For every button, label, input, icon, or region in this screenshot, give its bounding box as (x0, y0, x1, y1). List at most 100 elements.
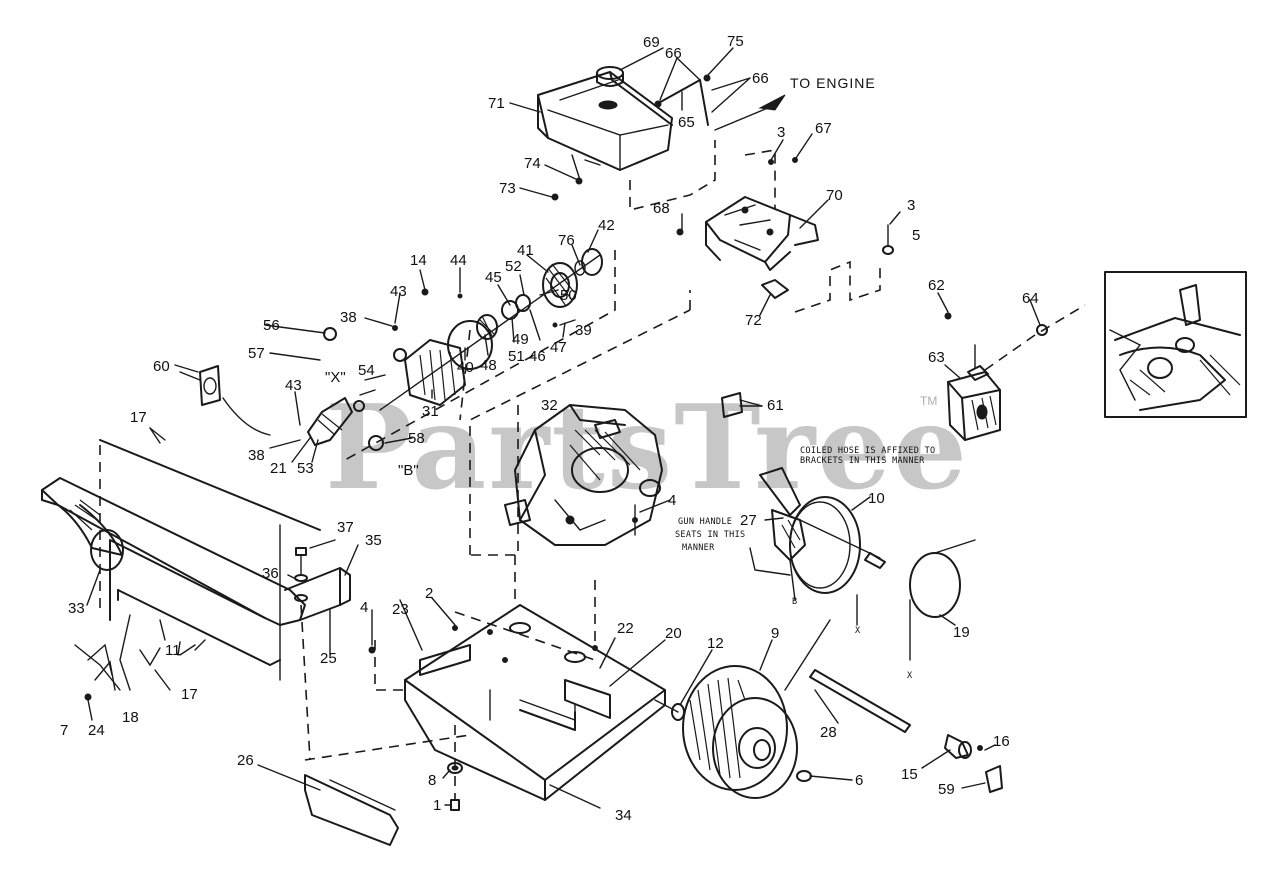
ref-b-marker: "B" (398, 462, 419, 479)
leader-lines (86, 47, 1041, 809)
gun-handle-note-line1: GUN HANDLE (678, 517, 732, 527)
callout-33: 33 (68, 600, 85, 617)
callout-21: 21 (270, 460, 287, 477)
fuel-line (654, 74, 786, 131)
callout-51: 51 (508, 348, 525, 365)
nozzle-fitting (944, 734, 1003, 793)
callout-75: 75 (727, 33, 744, 50)
callout-48: 48 (480, 357, 497, 374)
callout-16: 16 (993, 733, 1010, 750)
gun-handle-note-line3: MANNER (682, 543, 715, 553)
bumper (304, 774, 399, 846)
callout-56: 56 (263, 317, 280, 334)
callout-24: 24 (88, 722, 105, 739)
to-engine-label: TO ENGINE (790, 75, 876, 91)
callout-28: 28 (820, 724, 837, 741)
callout-8: 8 (428, 772, 436, 789)
ref-x-marker: "X" (325, 369, 346, 386)
callout-25: 25 (320, 650, 337, 667)
engine-mount-bracket (705, 196, 819, 299)
callout-9: 9 (771, 625, 779, 642)
callout-71: 71 (488, 95, 505, 112)
callout-34: 34 (615, 807, 632, 824)
callout-numbers: 69 75 66 66 71 65 74 73 3 67 70 68 3 5 7… (60, 33, 1039, 824)
callout-35: 35 (365, 532, 382, 549)
callout-17-bottom: 17 (181, 686, 198, 703)
callout-22: 22 (617, 620, 634, 637)
callout-45: 45 (485, 269, 502, 286)
hardware-fasteners (199, 157, 1048, 654)
callout-11: 11 (165, 642, 181, 659)
callout-69: 69 (643, 34, 660, 51)
ref-x-marker-small-2: X (907, 671, 913, 681)
engine (504, 404, 663, 546)
callout-4-engine: 4 (668, 492, 676, 509)
callout-19: 19 (953, 624, 970, 641)
callout-54: 54 (358, 362, 375, 379)
callout-43-left: 43 (285, 377, 302, 394)
callout-18: 18 (122, 709, 139, 726)
callout-73: 73 (499, 180, 516, 197)
watermark-tm: TM (920, 394, 937, 408)
callout-3-right: 3 (907, 197, 915, 214)
callout-72: 72 (745, 312, 762, 329)
callout-57: 57 (248, 345, 265, 362)
callout-49: 49 (512, 331, 529, 348)
callout-47: 47 (550, 339, 567, 356)
callout-50: 50 (560, 287, 577, 304)
callout-31: 31 (422, 403, 439, 420)
callout-76: 76 (558, 232, 575, 249)
callout-3-top: 3 (777, 124, 785, 141)
callout-61: 61 (767, 397, 784, 414)
callout-58: 58 (408, 430, 425, 447)
handle-frame (41, 439, 351, 681)
callout-52: 52 (505, 258, 522, 275)
gun-handle-note-line2: SEATS IN THIS (675, 530, 745, 540)
callout-17-top: 17 (130, 409, 147, 426)
callout-40: 40 (457, 359, 474, 376)
callout-32: 32 (541, 397, 558, 414)
callout-64: 64 (1022, 290, 1039, 307)
inset-detail (1104, 271, 1247, 418)
pump-assembly (307, 248, 603, 451)
callout-41: 41 (517, 242, 534, 259)
callout-67: 67 (815, 120, 832, 137)
callout-10: 10 (868, 490, 885, 507)
callout-74: 74 (524, 155, 541, 172)
callout-6: 6 (855, 772, 863, 789)
callout-65: 65 (678, 114, 695, 131)
air-filter (947, 304, 1086, 441)
callout-7: 7 (60, 722, 68, 739)
callout-15: 15 (901, 766, 918, 783)
callout-39: 39 (575, 322, 592, 339)
wheel (654, 619, 911, 799)
callout-36: 36 (262, 565, 279, 582)
callout-14: 14 (410, 252, 427, 269)
callout-12: 12 (707, 635, 724, 652)
callout-42: 42 (598, 217, 615, 234)
callout-4-left: 4 (360, 599, 368, 616)
callout-62: 62 (928, 277, 945, 294)
callout-60: 60 (153, 358, 170, 375)
fuel-tank (537, 66, 673, 181)
coiled-hose-note-line1: COILED HOSE IS AFFIXED TO (800, 446, 935, 456)
pump-reference-lines (179, 250, 616, 461)
callout-66-right: 66 (752, 70, 769, 87)
coiled-hose-note-line2: BRACKETS IN THIS MANNER (800, 456, 925, 466)
callout-44: 44 (450, 252, 467, 269)
callout-59: 59 (938, 781, 955, 798)
callout-38-left: 38 (248, 447, 265, 464)
callout-70: 70 (826, 187, 843, 204)
callout-63: 63 (928, 349, 945, 366)
callout-26: 26 (237, 752, 254, 769)
spray-gun-and-hose (749, 467, 976, 661)
left-hardware (74, 614, 196, 721)
engine-reference-lines (469, 140, 881, 600)
callout-43-top: 43 (390, 283, 407, 300)
callout-2: 2 (425, 585, 433, 602)
ref-b-marker-small: B (792, 597, 797, 607)
callout-37: 37 (337, 519, 354, 536)
callout-66-top: 66 (665, 45, 682, 62)
base-pan (304, 580, 666, 801)
